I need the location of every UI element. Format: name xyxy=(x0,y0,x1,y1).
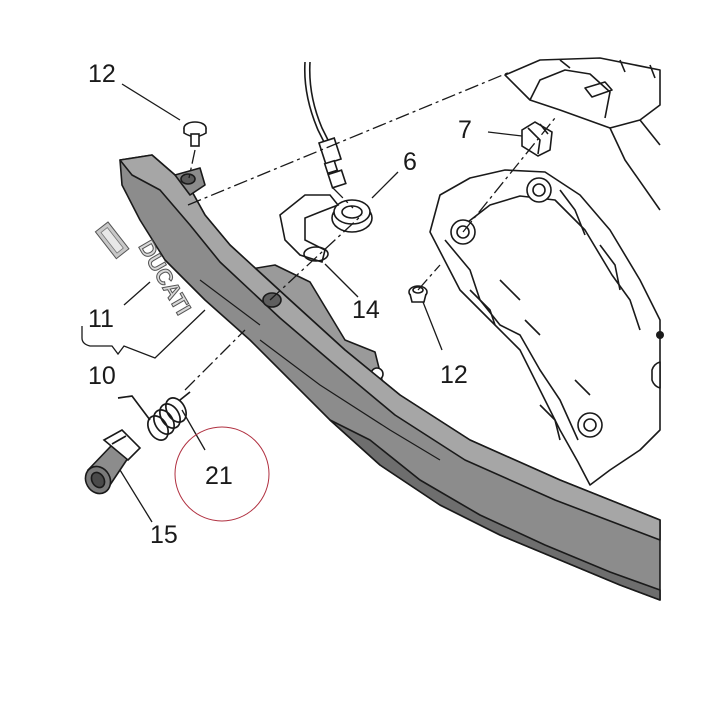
assembly-lines xyxy=(184,71,556,391)
callout-11: 11 xyxy=(88,305,114,333)
callout-15: 15 xyxy=(150,521,178,549)
leader-lines xyxy=(81,83,523,523)
nut-part-6 xyxy=(331,199,373,233)
spring-part-21 xyxy=(117,391,191,441)
cable-assembly xyxy=(303,61,347,189)
side-panel xyxy=(119,154,661,601)
callout-21: 21 xyxy=(205,462,233,490)
screw-part-12-right xyxy=(408,285,428,303)
bushing-part-15 xyxy=(84,429,142,495)
callout-7: 7 xyxy=(458,116,472,144)
screw-part-12-top xyxy=(183,121,207,147)
callout-12-top: 12 xyxy=(88,60,116,88)
frame-bracket xyxy=(429,57,664,486)
callout-12-right: 12 xyxy=(440,361,468,389)
callout-6: 6 xyxy=(403,148,417,176)
callout-14: 14 xyxy=(352,296,380,324)
callout-10: 10 xyxy=(88,362,116,390)
clip-part-14 xyxy=(279,194,340,264)
highlight-circle-21 xyxy=(174,426,270,522)
